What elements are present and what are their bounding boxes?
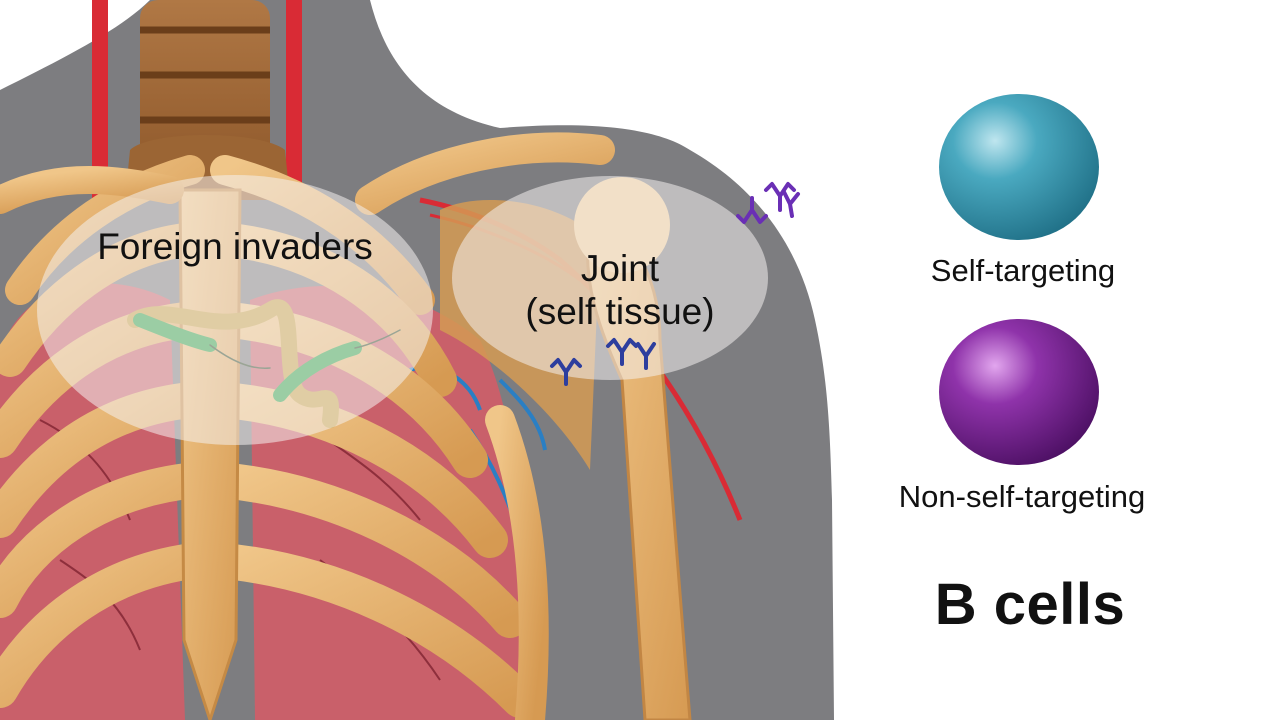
joint-label-line1: Joint — [580, 248, 660, 289]
foreign-invaders-label: Foreign invaders — [97, 226, 373, 267]
antibody-icon — [736, 196, 768, 224]
non-self-targeting-label: Non-self-targeting — [898, 479, 1146, 514]
shoulder-bones — [0, 132, 615, 215]
self-targeting-b-cell — [939, 94, 1099, 240]
antibody-icon — [636, 342, 656, 370]
joint-label-line2: (self tissue) — [525, 290, 715, 332]
antibody-icon — [550, 358, 582, 386]
antibody-icon — [764, 182, 796, 212]
b-cells-title: B cells — [934, 572, 1126, 637]
joint-label: Joint (self tissue) — [520, 248, 720, 333]
foreign-invaders-highlight — [37, 175, 433, 445]
antibodies — [550, 182, 800, 386]
non-self-targeting-b-cell — [939, 319, 1099, 465]
joint-highlight — [452, 176, 768, 380]
antibody-icon — [606, 338, 638, 366]
antibody-icon — [782, 190, 800, 218]
self-targeting-label: Self-targeting — [930, 253, 1116, 288]
